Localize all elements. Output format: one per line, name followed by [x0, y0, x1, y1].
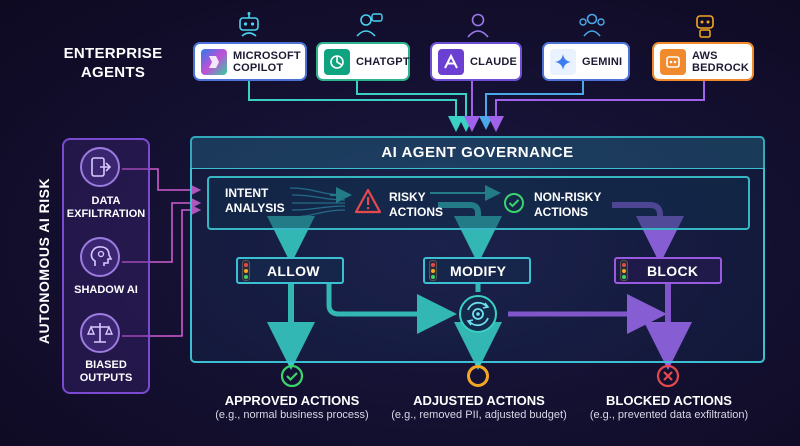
agent-label-gemini: GEMINI — [582, 55, 623, 68]
wire-exfiltration — [122, 168, 202, 196]
modify-box[interactable] — [423, 257, 531, 284]
blocked-actions-title: BLOCKED ACTIONS — [606, 393, 732, 408]
agent-card-chatgpt[interactable]: CHATGPT — [318, 44, 410, 79]
wire-chatgpt — [356, 79, 474, 132]
intent-analysis-label: INTENT ANALYSIS — [225, 186, 285, 215]
person-avatar-icon — [467, 13, 489, 38]
chat-agent-avatar-icon — [356, 13, 383, 37]
approved-actions-subtitle: (e.g., normal business process) — [215, 409, 369, 421]
risk-label-shadow-ai: SHADOW AI — [74, 284, 138, 296]
arrow-to-block — [612, 202, 684, 264]
approved-actions-title: APPROVED ACTIONS — [224, 393, 360, 408]
gemini-icon — [550, 48, 576, 75]
warning-icon — [354, 188, 382, 214]
traffic-light-icon — [620, 260, 628, 281]
blocked-x-icon — [656, 364, 680, 388]
claude-icon — [438, 48, 464, 75]
blocked-actions-subtitle: (e.g., prevented data exfiltration) — [589, 409, 749, 421]
adjusted-actions-subtitle: (e.g., removed PII, adjusted budget) — [391, 409, 567, 421]
check-circle-icon — [504, 193, 524, 213]
arrow-to-modify — [438, 202, 502, 264]
agent-label-claude: CLAUDE — [470, 55, 518, 68]
chatgpt-icon — [324, 48, 350, 75]
risk-title: AUTONOMOUS AI RISK — [36, 177, 52, 345]
arrow-allow-modify — [326, 284, 457, 334]
enterprise-agents-title: ENTERPRISE AGENTS — [63, 45, 163, 81]
copilot-icon — [201, 48, 227, 75]
wire-shadow — [122, 197, 202, 263]
adjusted-circle-icon — [467, 365, 489, 387]
wire-copilot — [248, 79, 464, 132]
team-avatar-icon — [579, 13, 605, 37]
traffic-light-icon — [429, 260, 437, 281]
agent-label-bedrock: AWS BEDROCK — [692, 49, 750, 74]
risk-label-biased: BIASED OUTPUTS — [79, 359, 133, 384]
adjusted-actions-title: ADJUSTED ACTIONS — [413, 393, 545, 408]
exfiltration-icon — [80, 147, 120, 187]
agent-card-claude[interactable]: CLAUDE — [432, 44, 520, 79]
block-label: BLOCK — [647, 263, 699, 279]
non-risky-actions-label: NON-RISKY ACTIONS — [534, 190, 602, 219]
intent-analysis-box — [207, 176, 750, 230]
risk-label-exfiltration: DATA EXFILTRATION — [66, 195, 146, 220]
agent-card-copilot[interactable]: MICROSOFT COPILOT — [195, 44, 305, 79]
bot-avatar-icon — [696, 15, 714, 38]
agent-label-chatgpt: CHATGPT — [356, 55, 410, 68]
governance-title: AI AGENT GOVERNANCE — [381, 144, 574, 161]
traffic-light-icon — [242, 260, 250, 281]
wire-bedrock — [488, 79, 705, 132]
wire-gemini — [479, 79, 584, 130]
block-box[interactable] — [614, 257, 722, 284]
gear-refresh-icon — [459, 295, 497, 333]
scales-icon — [80, 313, 120, 353]
allow-box[interactable] — [236, 257, 344, 284]
robot-avatar-icon — [239, 12, 259, 37]
approved-check-icon — [280, 364, 304, 388]
risky-actions-label: RISKY ACTIONS — [389, 190, 443, 219]
modify-label: MODIFY — [450, 263, 507, 279]
agent-card-gemini[interactable]: GEMINI — [544, 44, 628, 79]
agent-card-bedrock[interactable]: AWS BEDROCK — [654, 44, 752, 79]
governance-header — [190, 136, 765, 169]
bedrock-icon — [660, 48, 686, 75]
agent-label-copilot: MICROSOFT COPILOT — [233, 49, 301, 74]
shadow-ai-icon — [80, 237, 120, 277]
allow-label: ALLOW — [267, 263, 320, 279]
